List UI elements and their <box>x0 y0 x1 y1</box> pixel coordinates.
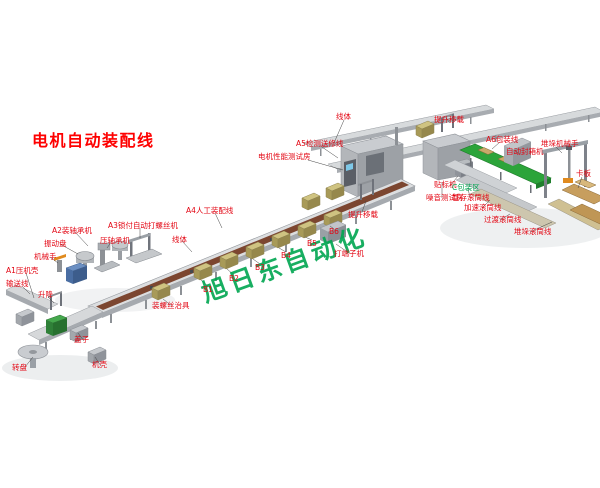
a3-screw-machine-label: A3锁付自动打螺丝机 <box>108 221 178 230</box>
pallet-label: 卡板 <box>576 169 591 178</box>
a4-manual-line-label: A4人工装配线 <box>186 206 234 215</box>
infeed-conveyor-label: 输送线 <box>6 279 29 288</box>
accel-roller-line-label: 加速滚筒线 <box>464 203 502 212</box>
terminal-machine-box <box>319 220 347 244</box>
line-body-top-label: 线体 <box>336 112 351 121</box>
screw-jig-label: 装螺丝治具 <box>152 301 190 310</box>
green-packing-conveyor <box>459 143 552 193</box>
vibration-plate-label: 振动盘 <box>44 239 67 248</box>
a1-press-shell-label: A1压机壳 <box>6 266 39 275</box>
roller-lines <box>443 159 600 231</box>
stacking-robot-label: 堆垛机械手 <box>541 139 579 148</box>
station-b4-label: B4 <box>281 251 291 260</box>
station-b2-label: B2 <box>229 274 239 283</box>
stacking-robot-gantry <box>542 140 588 198</box>
pallet-stack <box>561 178 600 225</box>
turntable-label: 转盘 <box>12 363 27 372</box>
a1-area <box>5 284 107 368</box>
lift-transfer-main-label: 提升移载 <box>348 210 378 219</box>
buffer-roller-line-label: 暂存滚筒线 <box>452 193 490 202</box>
lift-transfer-frame-main <box>358 179 374 200</box>
stacking-roller-line-label: 堆垛滚筒线 <box>514 227 552 236</box>
a2-a3-station <box>54 233 163 284</box>
a2-bearing-machine-label: A2装轴承机 <box>52 226 92 235</box>
carton-sealer-box <box>503 137 532 166</box>
test-console <box>344 159 356 187</box>
station-b3-label: B3 <box>255 263 265 272</box>
lifter-label: 升降 <box>38 290 53 299</box>
transition-roller-line-label: 过渡滚筒线 <box>484 215 522 224</box>
labeling-machine-label: 贴标机 <box>434 180 457 189</box>
lift-transfer-frame-top <box>439 113 454 132</box>
lift-transfer-top-label: 提升移载 <box>434 115 464 124</box>
c-packing-zone-label: C包装区 <box>452 183 480 192</box>
station-b5-label: B5 <box>307 239 317 248</box>
carton-sealer-label: 自动封箱机 <box>506 147 544 156</box>
cover-part-label: 盖子 <box>74 335 89 344</box>
shell-part-label: 机壳 <box>92 360 107 369</box>
noise-test-room-label: 噪音测试房 <box>426 193 464 202</box>
line-body-mid-label: 线体 <box>172 235 187 244</box>
terminal-machine-label: 打端子机 <box>334 249 364 258</box>
bearing-press-label: 压轴承机 <box>100 236 130 245</box>
a6-packing-line-label: A6包装线 <box>486 135 519 144</box>
leader-lines <box>21 117 583 368</box>
motor-test-room-label: 电机性能测试房 <box>258 152 311 161</box>
diagram-title: 电机自动装配线 <box>32 131 155 150</box>
robot-arm-label: 机械手 <box>34 252 57 261</box>
station-b1-label: B1 <box>203 285 213 294</box>
a5-test-repair-line-label: A5检测送修线 <box>296 139 344 148</box>
station-b6-label: B6 <box>329 227 339 236</box>
